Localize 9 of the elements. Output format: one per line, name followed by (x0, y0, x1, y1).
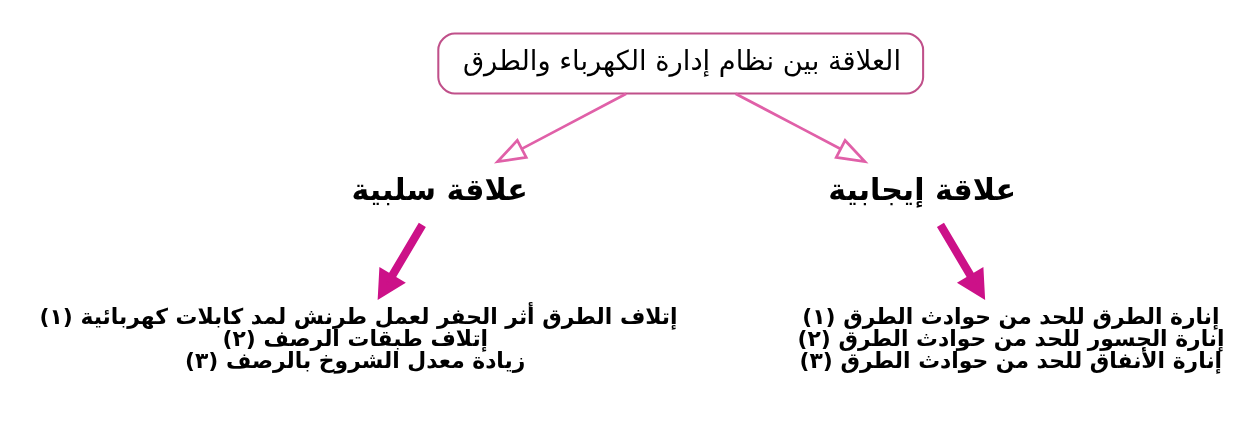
arrow (493, 92, 627, 164)
node-text: علاقة سلبية (351, 171, 528, 207)
arrow (377, 222, 426, 300)
arrow (734, 92, 869, 164)
node-text: علاقة إيجابية (828, 171, 1017, 207)
node-text: (١) إنارة الطرق للحد من حوادث الطرق (٢) إنارة الجسور للحد من حوادث الطرق (٣) إنارة الأنفاق للحد من حوادث الطرق (797, 303, 1225, 373)
node-box: العلاقة بين نظام إدارة الكهرباء والطرق (437, 31, 925, 95)
node-text: (١) إتلاف الطرق أثر الحفر لعمل طرنش لمد كابلات كهربائية (٢) إتلاف طبقات الرصف (٣) زيادة معدل الشروخ بالرصف (39, 303, 678, 373)
arrow (936, 222, 986, 300)
